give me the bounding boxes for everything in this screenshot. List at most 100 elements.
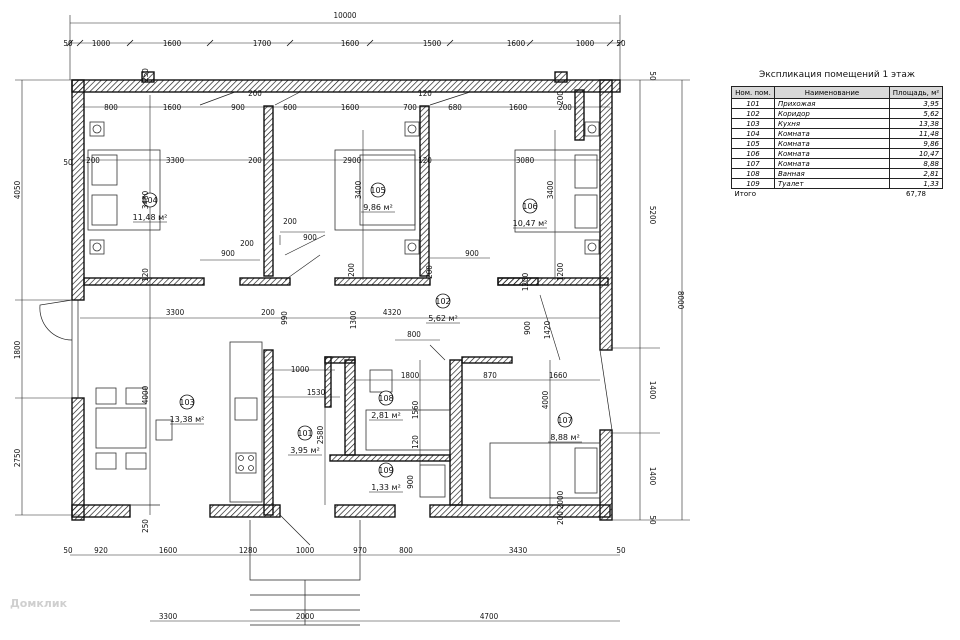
room-number: 101 — [297, 429, 312, 438]
row-name: Комната — [774, 128, 890, 139]
room-area: 3,95 м² — [290, 446, 320, 455]
svg-text:200: 200 — [86, 156, 100, 165]
row-room-number: 106 — [731, 148, 775, 159]
svg-text:2580: 2580 — [316, 425, 325, 444]
svg-text:10000: 10000 — [334, 11, 357, 20]
svg-text:3300: 3300 — [166, 308, 185, 317]
room-area: 2,81 м² — [371, 411, 401, 420]
svg-text:4320: 4320 — [383, 308, 402, 317]
svg-text:1600: 1600 — [163, 39, 182, 48]
dimension-lines — [15, 15, 690, 622]
svg-text:3300: 3300 — [166, 156, 185, 165]
svg-text:3430: 3430 — [509, 546, 528, 555]
room-area: 5,62 м² — [428, 314, 458, 323]
svg-text:1300: 1300 — [349, 310, 358, 329]
svg-text:4000: 4000 — [541, 390, 550, 409]
svg-text:2750: 2750 — [13, 448, 22, 467]
svg-text:8000: 8000 — [676, 291, 685, 310]
total-label: Итого — [734, 189, 757, 198]
header-area: Площадь, м² — [889, 86, 943, 99]
svg-text:800: 800 — [399, 546, 413, 555]
room-number-circle — [435, 293, 451, 309]
row-area: 8,88 — [889, 158, 943, 169]
dimension-tick — [206, 39, 214, 47]
room-area: 13,38 м² — [170, 415, 205, 424]
dimension-tick — [286, 39, 294, 47]
svg-text:120: 120 — [418, 89, 432, 98]
svg-text:1000: 1000 — [576, 39, 595, 48]
svg-text:200: 200 — [425, 265, 434, 279]
room-number-circle — [557, 412, 573, 428]
row-room-number: 108 — [731, 168, 775, 179]
svg-text:200: 200 — [283, 217, 297, 226]
top-ticks — [66, 39, 624, 47]
svg-text:3480: 3480 — [141, 190, 150, 209]
doors-windows — [39, 91, 613, 626]
room-number: 103 — [179, 398, 194, 407]
room-number-circle — [297, 425, 313, 441]
room-area: 11,48 м² — [133, 213, 168, 222]
dimension-tick — [366, 39, 374, 47]
svg-text:3400: 3400 — [546, 180, 555, 199]
row-area: 9,86 — [889, 138, 943, 149]
room-area: 8,88 м² — [550, 433, 580, 442]
room-number: 104 — [142, 196, 157, 205]
room-number-circle — [378, 390, 394, 406]
room-number-circle — [522, 198, 538, 214]
svg-text:2000: 2000 — [296, 612, 315, 621]
svg-text:1800: 1800 — [401, 371, 420, 380]
svg-text:4000: 4000 — [141, 385, 150, 404]
svg-text:1600: 1600 — [341, 39, 360, 48]
watermark-text: Домклик — [10, 597, 68, 610]
row-name: Комната — [774, 158, 890, 169]
svg-text:1600: 1600 — [159, 546, 178, 555]
explication-title: Экспликация помещений 1 этаж — [759, 70, 915, 80]
svg-text:2000: 2000 — [556, 490, 565, 509]
svg-text:200: 200 — [248, 89, 262, 98]
svg-text:50: 50 — [616, 39, 626, 48]
svg-text:1600: 1600 — [509, 103, 528, 112]
svg-text:3300: 3300 — [159, 612, 178, 621]
room-number: 108 — [378, 394, 393, 403]
row-room-number: 109 — [731, 178, 775, 189]
dimension-text: 10000 50 1000 1600 1700 1600 1500 1600 1… — [13, 11, 685, 621]
room-area: 9,86 м² — [363, 203, 393, 212]
row-name: Ванная — [774, 168, 890, 179]
svg-text:900: 900 — [231, 103, 245, 112]
svg-text:1280: 1280 — [239, 546, 258, 555]
explication-panel: Экспликация помещений 1 этаж Ном. пом. Н… — [731, 70, 943, 198]
svg-text:1530: 1530 — [307, 388, 326, 397]
svg-text:120: 120 — [418, 156, 432, 165]
svg-text:870: 870 — [483, 371, 497, 380]
row-room-number: 105 — [731, 138, 775, 149]
svg-text:120: 120 — [141, 268, 150, 282]
room-number-circle — [370, 182, 386, 198]
svg-text:1600: 1600 — [341, 103, 360, 112]
svg-text:1660: 1660 — [549, 371, 568, 380]
total-value: 67,78 — [905, 189, 927, 198]
row-name: Комната — [774, 138, 890, 149]
svg-text:1500: 1500 — [423, 39, 442, 48]
svg-text:900: 900 — [465, 249, 479, 258]
room-number-circle — [378, 462, 394, 478]
svg-text:50: 50 — [63, 39, 73, 48]
svg-text:1000: 1000 — [291, 365, 310, 374]
row-room-number: 107 — [731, 158, 775, 169]
svg-text:4050: 4050 — [13, 180, 22, 199]
svg-text:1600: 1600 — [507, 39, 526, 48]
svg-text:1000: 1000 — [296, 546, 315, 555]
svg-text:200: 200 — [558, 103, 572, 112]
dimension-tick — [616, 39, 624, 47]
row-area: 1,33 — [889, 178, 943, 189]
svg-text:700: 700 — [403, 103, 417, 112]
svg-text:1200: 1200 — [521, 272, 530, 291]
svg-text:900: 900 — [406, 475, 415, 489]
svg-text:200: 200 — [556, 511, 565, 525]
svg-text:1560: 1560 — [411, 400, 420, 419]
dimension-tick — [606, 39, 614, 47]
